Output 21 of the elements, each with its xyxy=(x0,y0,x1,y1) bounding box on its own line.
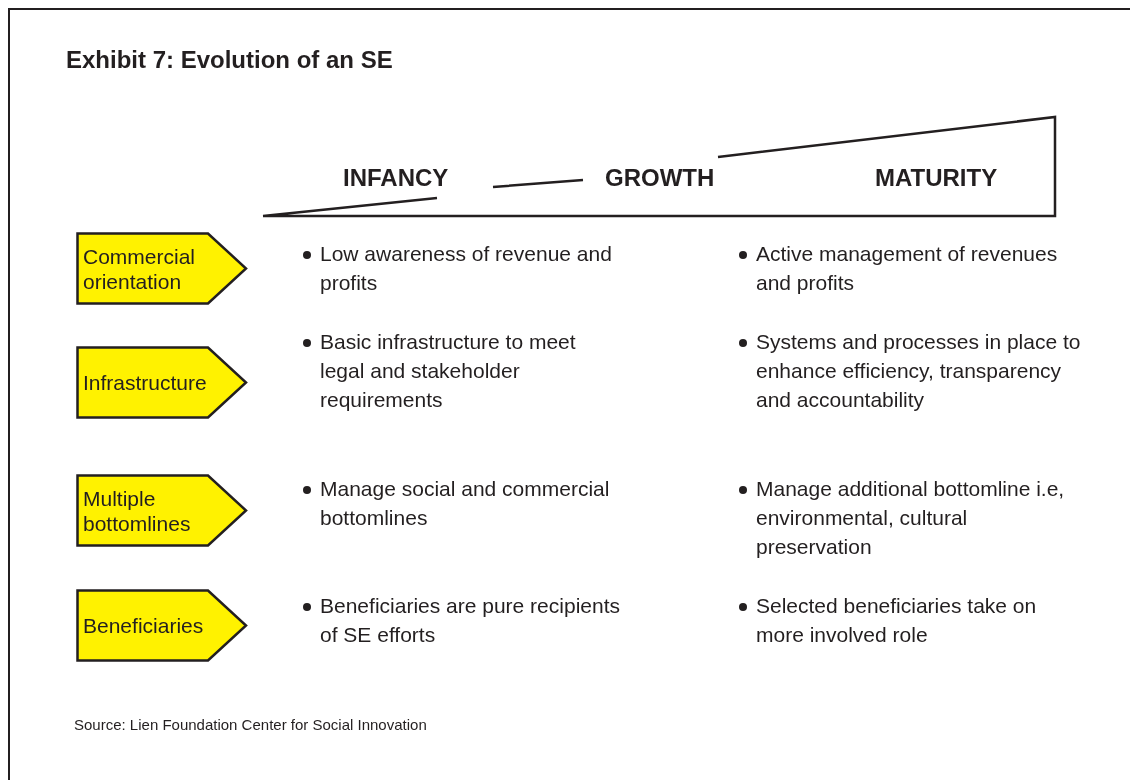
row-label: Infrastructure xyxy=(83,370,208,396)
row-label: Beneficiaries xyxy=(83,613,205,639)
bullet-text: Manage social and commercial bottomlines xyxy=(320,476,611,531)
bullet-text: Beneficiaries are pure recipients of SE efforts xyxy=(320,593,620,648)
arrow-label-box xyxy=(76,474,248,547)
bullet-text: Manage additional bottomline i.e, environmental, cultural preservation xyxy=(756,476,1066,560)
source-note: Source: Lien Foundation Center for Social Innovation xyxy=(74,716,427,733)
bullet-text: Basic infrastructure to meet legal and stakeholder requirements xyxy=(320,329,577,413)
row-label: Multiple bottomlines xyxy=(83,485,192,537)
stage-heading: INFANCY xyxy=(343,164,449,192)
row-label: Commercial orientation xyxy=(83,243,196,295)
arrow-label-box xyxy=(76,346,248,419)
bullet-text: Selected beneficiaries take on more involved role xyxy=(756,593,1038,648)
stage-heading: GROWTH xyxy=(605,164,715,192)
stage-heading: MATURITY xyxy=(875,164,998,192)
bullet-text: Systems and processes in place to enhance efficiency, transparency and accountability xyxy=(756,329,1081,413)
title: Exhibit 7: Evolution of an SE xyxy=(66,46,393,74)
bullet-text: Low awareness of revenue and profits xyxy=(320,241,613,296)
arrow-label-box xyxy=(76,589,248,662)
arrow-label-box xyxy=(76,232,248,305)
bullet-text: Active management of revenues and profits xyxy=(756,241,1059,296)
